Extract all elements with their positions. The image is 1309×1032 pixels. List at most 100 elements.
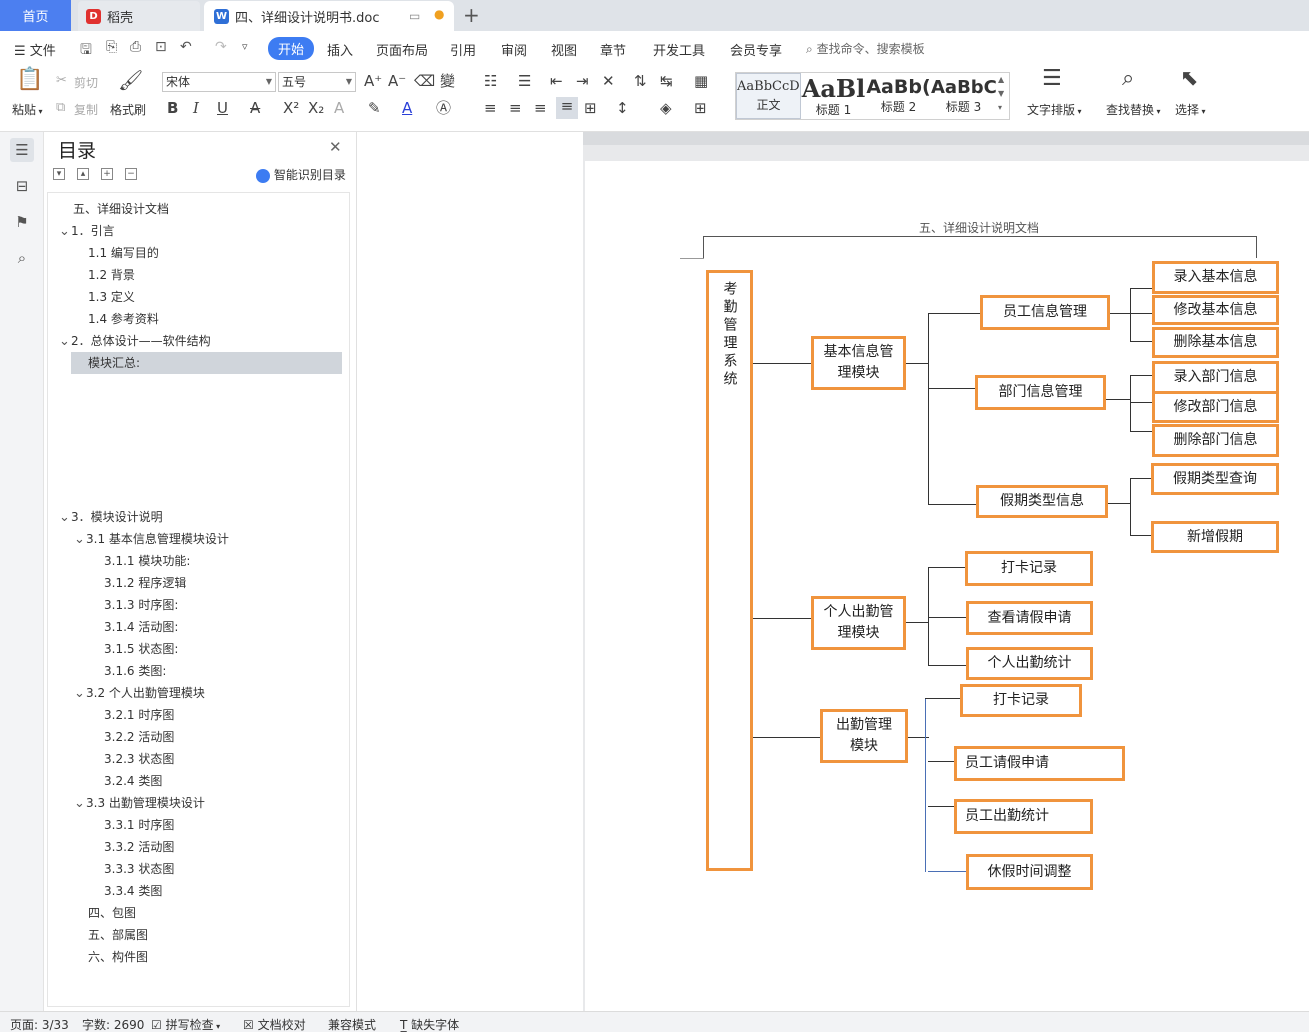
- decrease-indent-icon[interactable]: ⇤: [550, 72, 563, 90]
- underline-icon[interactable]: U: [217, 99, 228, 117]
- chevron-down-icon[interactable]: ⌄: [59, 224, 70, 239]
- style-normal[interactable]: AaBbCcDd 正文: [736, 73, 801, 119]
- italic-icon[interactable]: I: [193, 99, 199, 117]
- highlight-icon[interactable]: ✎: [368, 99, 381, 117]
- shrink-font-icon[interactable]: A⁻: [388, 72, 407, 90]
- new-tab-button[interactable]: +: [463, 3, 480, 27]
- toc-item[interactable]: 3.1.2 程序逻辑: [104, 572, 186, 594]
- superscript-icon[interactable]: X²: [283, 99, 300, 117]
- style-heading-1[interactable]: AaBl 标题 1: [801, 73, 866, 119]
- chevron-down-icon[interactable]: ⌄: [74, 796, 85, 811]
- char-border-icon[interactable]: Ⓐ: [436, 99, 452, 117]
- cut-icon[interactable]: ✂: [56, 73, 67, 88]
- subscript-icon[interactable]: X₂: [308, 99, 325, 117]
- toc-item[interactable]: 六、构件图: [88, 946, 148, 968]
- sort-icon[interactable]: ↹: [660, 72, 673, 90]
- toc-item[interactable]: 3.2.1 时序图: [104, 704, 174, 726]
- borders-icon[interactable]: ⊞: [694, 99, 707, 117]
- toc-item[interactable]: 1.1 编写目的: [88, 242, 159, 264]
- cursor-icon[interactable]: ⬉: [1180, 66, 1199, 91]
- paste-button[interactable]: 粘贴 ▾: [12, 103, 43, 117]
- font-family-select[interactable]: 宋体▼: [162, 72, 276, 92]
- page-indicator[interactable]: 页面: 3/33: [10, 1018, 69, 1032]
- menu-page-layout[interactable]: 页面布局: [376, 44, 429, 59]
- toc-item[interactable]: 1.3 定义: [88, 286, 135, 308]
- chevron-down-icon[interactable]: ⌄: [74, 532, 85, 547]
- smart-toc-button[interactable]: 智能识别目录: [256, 166, 346, 183]
- missing-font-button[interactable]: T̲ 缺失字体: [400, 1016, 459, 1032]
- word-count[interactable]: 字数: 2690: [82, 1018, 145, 1032]
- toc-item[interactable]: 3.3.2 活动图: [104, 836, 174, 858]
- text-layout-button[interactable]: 文字排版 ▾: [1027, 103, 1082, 117]
- font-size-select[interactable]: 五号▼: [278, 72, 356, 92]
- screen-icon[interactable]: ▭: [409, 9, 421, 23]
- find-replace-button[interactable]: 查找替换 ▾: [1106, 103, 1161, 117]
- toc-item[interactable]: 四、包图: [88, 902, 136, 924]
- select-button[interactable]: 选择 ▾: [1175, 103, 1206, 117]
- toc-item[interactable]: 3.3.1 时序图: [104, 814, 174, 836]
- pinyin-icon[interactable]: 變: [440, 72, 456, 90]
- toc-item[interactable]: ⌄3.3 出勤管理模块设计: [74, 792, 205, 814]
- chinese-layout-icon[interactable]: ✕: [602, 72, 615, 90]
- chevron-down-icon[interactable]: ⌄: [59, 510, 70, 525]
- menu-insert[interactable]: 插入: [327, 44, 354, 59]
- style-heading-3[interactable]: AaBbC 标题 3: [931, 73, 996, 119]
- tab-document[interactable]: W 四、详细设计说明书.doc ▭ ●: [204, 1, 454, 31]
- menu-developer[interactable]: 开发工具: [653, 44, 706, 59]
- toc-item[interactable]: 3.3.3 状态图: [104, 858, 174, 880]
- toc-item[interactable]: 3.2.3 状态图: [104, 748, 174, 770]
- command-search[interactable]: ⌕ 查找命令、搜索模板: [806, 40, 925, 57]
- close-icon[interactable]: ✕: [329, 138, 342, 156]
- toc-item[interactable]: ⌄3．模块设计说明: [59, 506, 163, 528]
- menu-chapter[interactable]: 章节: [600, 44, 627, 59]
- file-menu[interactable]: ☰ 文件: [14, 40, 56, 59]
- clear-format-icon[interactable]: ⌫: [414, 72, 436, 90]
- format-painter-button[interactable]: 格式刷: [110, 103, 147, 117]
- text-effect-icon[interactable]: A: [334, 99, 345, 117]
- bookmark-icon[interactable]: ⚑: [15, 213, 29, 231]
- doc-proofread-button[interactable]: ☒ 文档校对: [243, 1016, 306, 1032]
- remove-heading-icon[interactable]: −: [125, 168, 137, 180]
- cut-button[interactable]: 剪切: [74, 76, 99, 90]
- toc-item[interactable]: 3.1.6 类图:: [104, 660, 166, 682]
- quick-access-dropdown-icon[interactable]: ▿: [242, 40, 248, 53]
- font-color-icon[interactable]: A: [402, 99, 413, 117]
- toc-item[interactable]: 3.3.4 类图: [104, 880, 162, 902]
- bullet-list-icon[interactable]: ☷: [484, 72, 498, 90]
- toc-item[interactable]: 3.1.3 时序图:: [104, 594, 178, 616]
- increase-indent-icon[interactable]: ⇥: [576, 72, 589, 90]
- save-icon[interactable]: 🖫: [80, 42, 92, 58]
- paste-icon[interactable]: 📋: [16, 67, 44, 92]
- undo-icon[interactable]: ↶: [180, 39, 192, 55]
- chevron-down-icon[interactable]: ⌄: [59, 334, 70, 349]
- toc-item[interactable]: 3.1.1 模块功能:: [104, 550, 190, 572]
- redo-icon[interactable]: ↷: [215, 39, 227, 55]
- copy-icon[interactable]: ⧉: [56, 100, 66, 115]
- search-icon[interactable]: ⌕: [17, 249, 27, 267]
- toc-item[interactable]: 3.1.4 活动图:: [104, 616, 178, 638]
- tab-home[interactable]: 首页: [0, 0, 71, 31]
- menu-member[interactable]: 会员专享: [730, 44, 783, 59]
- toc-item[interactable]: ⌄2．总体设计——软件结构: [59, 330, 211, 352]
- toc-item[interactable]: 1.2 背景: [88, 264, 135, 286]
- toc-item[interactable]: ⌄3.1 基本信息管理模块设计: [74, 528, 229, 550]
- toc-panel-icon[interactable]: ☰: [10, 138, 34, 162]
- shading-icon[interactable]: ◈: [660, 99, 672, 117]
- spell-check-button[interactable]: ☑ 拼写检查 ▾: [151, 1018, 221, 1032]
- toc-item[interactable]: 五、详细设计文档: [73, 198, 169, 220]
- tab-daoke[interactable]: D 稻壳: [78, 1, 200, 31]
- menu-reference[interactable]: 引用: [450, 44, 477, 59]
- toc-item[interactable]: 3.2.2 活动图: [104, 726, 174, 748]
- menu-review[interactable]: 审阅: [501, 44, 528, 59]
- text-direction-icon[interactable]: ⇅: [634, 72, 647, 90]
- toc-item[interactable]: ⌄1．引言: [59, 220, 115, 242]
- collapse-all-icon[interactable]: ▾: [53, 168, 65, 180]
- align-center-icon[interactable]: ≡: [509, 99, 522, 117]
- toc-item[interactable]: 3.2.4 类图: [104, 770, 162, 792]
- export-icon[interactable]: ⎘: [106, 39, 118, 55]
- numbered-list-icon[interactable]: ☰: [518, 72, 532, 90]
- justify-icon[interactable]: ≡: [556, 97, 578, 119]
- toc-item[interactable]: 3.1.5 状态图:: [104, 638, 178, 660]
- expand-up-icon[interactable]: ▴: [77, 168, 89, 180]
- bold-icon[interactable]: B: [167, 99, 179, 117]
